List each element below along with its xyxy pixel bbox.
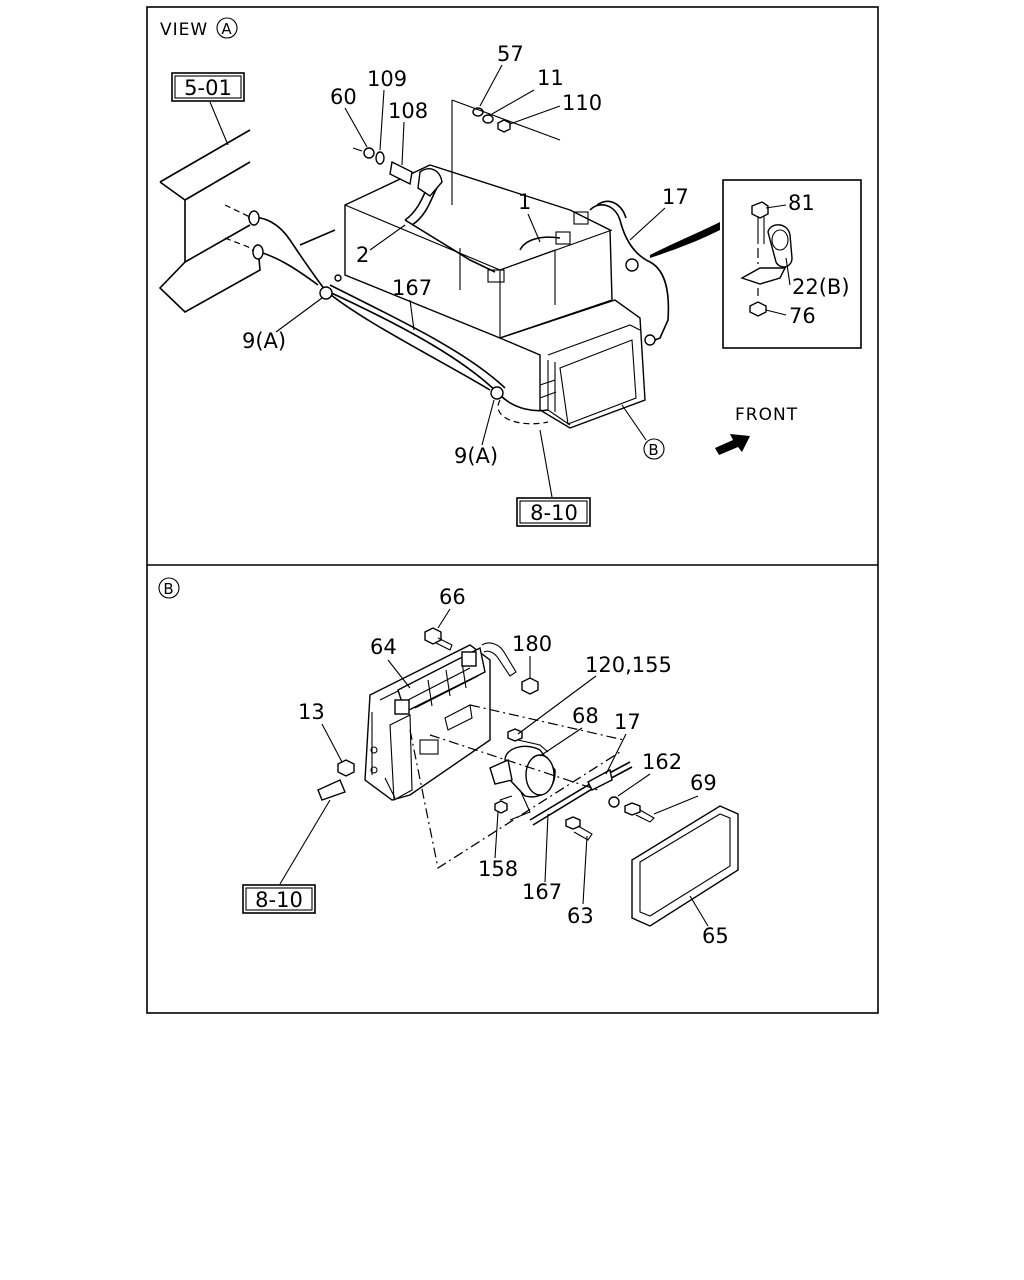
label-110: 110	[562, 91, 602, 115]
ref-box-5-01[interactable]: 5-01	[171, 72, 245, 102]
label-17: 17	[662, 185, 689, 209]
label-120-155: 120,155	[585, 653, 672, 677]
label-65: 65	[702, 924, 729, 948]
view-b-leaders	[321, 608, 709, 927]
relay	[489, 739, 556, 821]
label-60: 60	[330, 85, 357, 109]
leader-8-10-b	[279, 799, 331, 885]
harness-clips	[319, 258, 656, 400]
leader-5-01	[209, 101, 229, 146]
svg-text:5-01: 5-01	[184, 76, 232, 100]
label-64: 64	[370, 635, 397, 659]
marker-b: B	[648, 441, 659, 459]
detail-inset	[650, 179, 862, 349]
label-2: 2	[356, 243, 369, 267]
label-22b: 22(B)	[792, 275, 850, 299]
label-13: 13	[298, 700, 325, 724]
ref-box-8-10-a[interactable]: 8-10	[516, 497, 591, 527]
label-180: 180	[512, 632, 552, 656]
svg-text:8-10: 8-10	[530, 501, 578, 525]
frame-rail	[158, 129, 336, 313]
grommet-lower	[252, 244, 264, 260]
label-9a-left: 9(A)	[242, 329, 286, 353]
battery-assembly	[344, 164, 613, 339]
view-b-marker: B	[163, 580, 174, 598]
leader-8-10-a	[539, 429, 553, 498]
label-167: 167	[392, 276, 432, 300]
label-66: 66	[439, 585, 466, 609]
label-9a-bottom: 9(A)	[454, 444, 498, 468]
view-a-marker-circle	[216, 17, 238, 39]
label-81: 81	[788, 191, 815, 215]
label-68: 68	[572, 704, 599, 728]
label-167-b: 167	[522, 880, 562, 904]
leader-marker-b	[621, 404, 647, 441]
label-76: 76	[789, 304, 816, 328]
label-158: 158	[478, 857, 518, 881]
view-a-leaders	[275, 64, 791, 446]
label-17-b: 17	[614, 710, 641, 734]
grommet-upper	[248, 210, 260, 226]
bracket-plate	[364, 644, 491, 801]
label-69: 69	[690, 771, 717, 795]
assembly-lines	[409, 704, 625, 869]
mount-dash-lines	[224, 204, 257, 251]
control-box	[498, 299, 646, 429]
view-a-marker: A	[221, 20, 232, 38]
ref-box-8-10-b[interactable]: 8-10	[242, 884, 316, 914]
marker-b-circle	[643, 438, 665, 460]
svg-text:8-10: 8-10	[255, 888, 303, 912]
fasteners	[317, 627, 655, 841]
label-11: 11	[537, 66, 564, 90]
label-1: 1	[518, 190, 531, 214]
label-162: 162	[642, 750, 682, 774]
terminal-hardware	[352, 99, 561, 205]
front-arrow-icon	[715, 434, 750, 455]
view-b-marker-circle	[158, 577, 180, 599]
cover-plate	[631, 805, 739, 927]
wire-terminal	[529, 761, 633, 826]
label-63: 63	[567, 904, 594, 928]
label-108: 108	[388, 99, 428, 123]
view-a-title: VIEW	[160, 20, 208, 40]
label-109: 109	[367, 67, 407, 91]
label-57: 57	[497, 42, 524, 66]
front-label: FRONT	[735, 405, 798, 425]
diagram-frame	[146, 6, 879, 1014]
